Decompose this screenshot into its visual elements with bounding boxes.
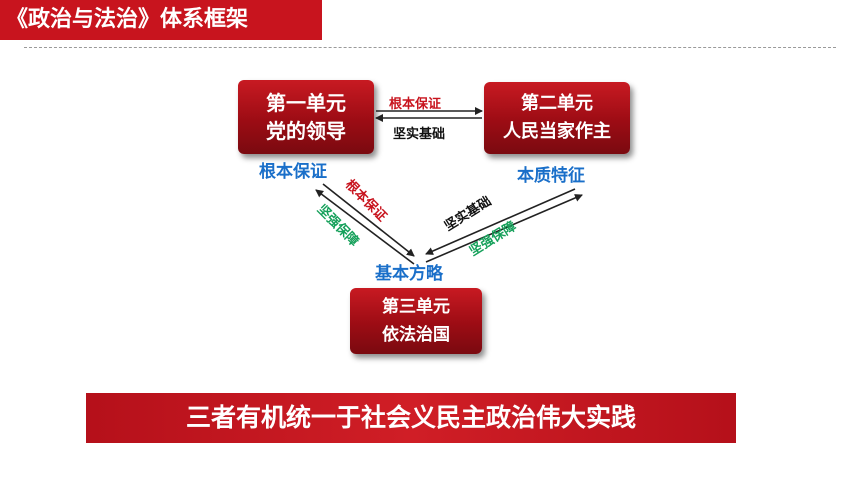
arrow-unit2-to-unit3 <box>425 188 576 255</box>
top-lower-label: 坚实基础 <box>393 127 446 142</box>
top-upper-label: 根本保证 <box>389 97 442 112</box>
summary-banner: 三者有机统一于社会义民主政治伟大实践 <box>86 393 736 443</box>
unit-three-box: 第三单元 依法治国 <box>350 288 482 354</box>
unit-three-topic: 依法治国 <box>382 325 450 345</box>
unit-two-box: 第二单元 人民当家作主 <box>484 82 630 154</box>
unit-three-number: 第三单元 <box>382 297 450 317</box>
unit-one-number: 第一单元 <box>266 91 346 115</box>
unit-two-topic: 人民当家作主 <box>503 121 611 142</box>
unit-one-box: 第一单元 党的领导 <box>238 80 374 154</box>
arrow-unit3-to-unit1 <box>315 189 415 265</box>
unit-one-feature: 根本保证 <box>259 162 327 182</box>
unit-three-feature: 基本方略 <box>375 264 443 284</box>
unit-two-feature: 本质特征 <box>517 166 585 186</box>
divider <box>24 47 836 48</box>
arrow-unit1-to-unit3 <box>322 183 415 257</box>
unit-one-topic: 党的领导 <box>266 119 346 143</box>
arrow-unit3-to-unit2 <box>425 194 583 263</box>
unit-two-number: 第二单元 <box>521 93 593 114</box>
page-title: 《政治与法治》体系框架 <box>0 0 322 40</box>
